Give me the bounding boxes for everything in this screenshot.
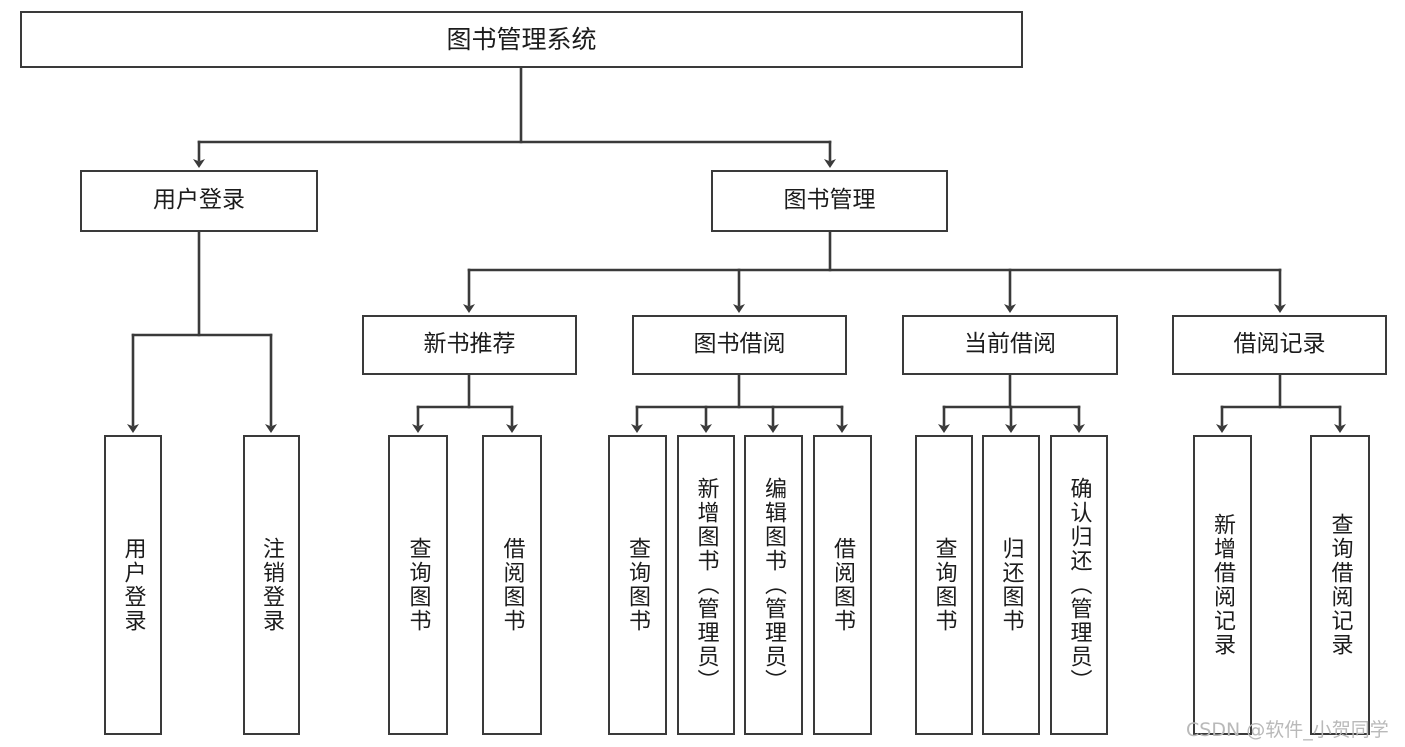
leaf-query-book-borrow[interactable]: 查询图书 (608, 435, 667, 735)
leaf-borrow-book-label: 借阅图书 (830, 537, 856, 633)
node-user-login[interactable]: 用户登录 (80, 170, 318, 232)
leaf-edit-book-admin-label: 编辑图书（管理员） (761, 477, 787, 693)
leaf-return-book-label: 归还图书 (998, 537, 1024, 633)
leaf-add-book-admin-label: 新增图书（管理员） (693, 477, 719, 693)
leaf-add-borrow-record-label: 新增借阅记录 (1210, 513, 1236, 657)
leaf-add-borrow-record[interactable]: 新增借阅记录 (1193, 435, 1252, 735)
node-book-management[interactable]: 图书管理 (711, 170, 948, 232)
node-current-borrow[interactable]: 当前借阅 (902, 315, 1118, 375)
leaf-query-book-current[interactable]: 查询图书 (915, 435, 973, 735)
leaf-return-book[interactable]: 归还图书 (982, 435, 1040, 735)
node-new-book-recommend[interactable]: 新书推荐 (362, 315, 577, 375)
leaf-query-book-recommend-label: 查询图书 (405, 537, 431, 633)
node-current-borrow-label: 当前借阅 (964, 331, 1056, 358)
node-root[interactable]: 图书管理系统 (20, 11, 1023, 68)
leaf-borrow-book-recommend-label: 借阅图书 (499, 537, 525, 633)
leaf-confirm-return-admin-label: 确认归还（管理员） (1066, 477, 1092, 693)
node-book-management-label: 图书管理 (783, 187, 876, 214)
node-borrow-record[interactable]: 借阅记录 (1172, 315, 1387, 375)
leaf-query-book-borrow-label: 查询图书 (625, 537, 651, 633)
node-user-login-label: 用户登录 (153, 187, 245, 214)
leaf-query-book-current-label: 查询图书 (931, 537, 957, 633)
leaf-borrow-book-recommend[interactable]: 借阅图书 (482, 435, 542, 735)
leaf-query-borrow-record-label: 查询借阅记录 (1327, 513, 1353, 657)
leaf-user-login-label: 用户登录 (120, 537, 146, 633)
leaf-confirm-return-admin[interactable]: 确认归还（管理员） (1050, 435, 1108, 735)
node-root-label: 图书管理系统 (446, 24, 597, 54)
node-new-book-recommend-label: 新书推荐 (423, 331, 516, 358)
node-book-borrow-label: 图书借阅 (693, 331, 786, 358)
node-borrow-record-label: 借阅记录 (1233, 331, 1326, 358)
watermark: CSDN @软件_小贺同学 (1186, 719, 1389, 741)
leaf-user-logout-label: 注销登录 (259, 537, 285, 633)
leaf-query-borrow-record[interactable]: 查询借阅记录 (1310, 435, 1370, 735)
leaf-edit-book-admin[interactable]: 编辑图书（管理员） (744, 435, 803, 735)
leaf-add-book-admin[interactable]: 新增图书（管理员） (677, 435, 735, 735)
leaf-borrow-book[interactable]: 借阅图书 (813, 435, 872, 735)
leaf-user-logout[interactable]: 注销登录 (243, 435, 300, 735)
leaf-query-book-recommend[interactable]: 查询图书 (388, 435, 448, 735)
leaf-user-login[interactable]: 用户登录 (104, 435, 162, 735)
node-book-borrow[interactable]: 图书借阅 (632, 315, 847, 375)
